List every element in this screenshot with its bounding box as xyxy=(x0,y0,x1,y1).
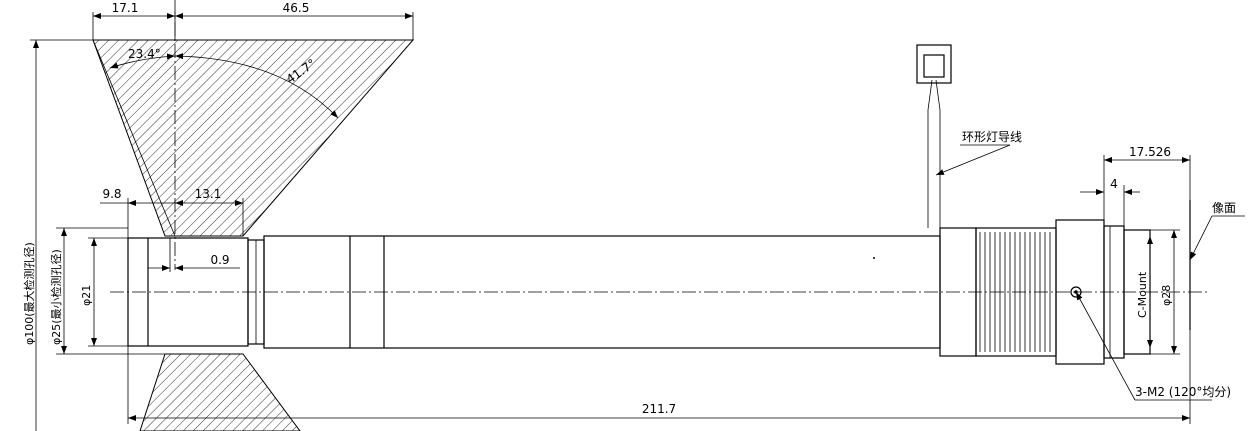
fov-cone-lower xyxy=(139,353,301,431)
focus-ring-knurl xyxy=(979,232,1051,352)
dim-dia100: φ100(最大检测孔径) xyxy=(22,242,36,345)
wire-connector xyxy=(916,44,952,84)
ring-light-wire-2 xyxy=(935,79,941,228)
dim-211-7: 211.7 xyxy=(642,402,676,416)
dim-0-9: 0.9 xyxy=(210,253,229,267)
dim-17-1: 17.1 xyxy=(112,1,139,15)
angle-arc-23-4 xyxy=(109,53,176,69)
dim-4: 4 xyxy=(1110,177,1118,191)
dim-13-1: 13.1 xyxy=(195,187,222,201)
wire-connector-inner xyxy=(923,54,945,78)
screw-label: 3-M2 (120°均分) xyxy=(1135,385,1231,399)
angle-arc-41-7 xyxy=(174,53,339,119)
dim-dia28: φ28 xyxy=(1160,285,1173,306)
image-plane-label: 像面 xyxy=(1212,201,1236,215)
screw-leader xyxy=(1075,291,1136,401)
fov-cone-upper xyxy=(92,39,415,237)
reference-dot xyxy=(873,257,875,259)
ring-light-wire-label: 环形灯导线 xyxy=(962,130,1022,144)
ring-light-wire xyxy=(927,79,933,228)
dim-dia25: φ25(最小检测孔径) xyxy=(49,249,63,345)
dim-17-526: 17.526 xyxy=(1129,145,1171,159)
dim-46-5: 46.5 xyxy=(283,1,310,15)
wire-leader xyxy=(935,144,1011,176)
dim-cmount: C-Mount xyxy=(1136,271,1149,318)
image-plane-leader xyxy=(1189,215,1213,261)
dim-dia21: φ21 xyxy=(80,285,93,306)
angle-23-4: 23.4° xyxy=(128,47,161,61)
dim-9-8: 9.8 xyxy=(102,187,121,201)
